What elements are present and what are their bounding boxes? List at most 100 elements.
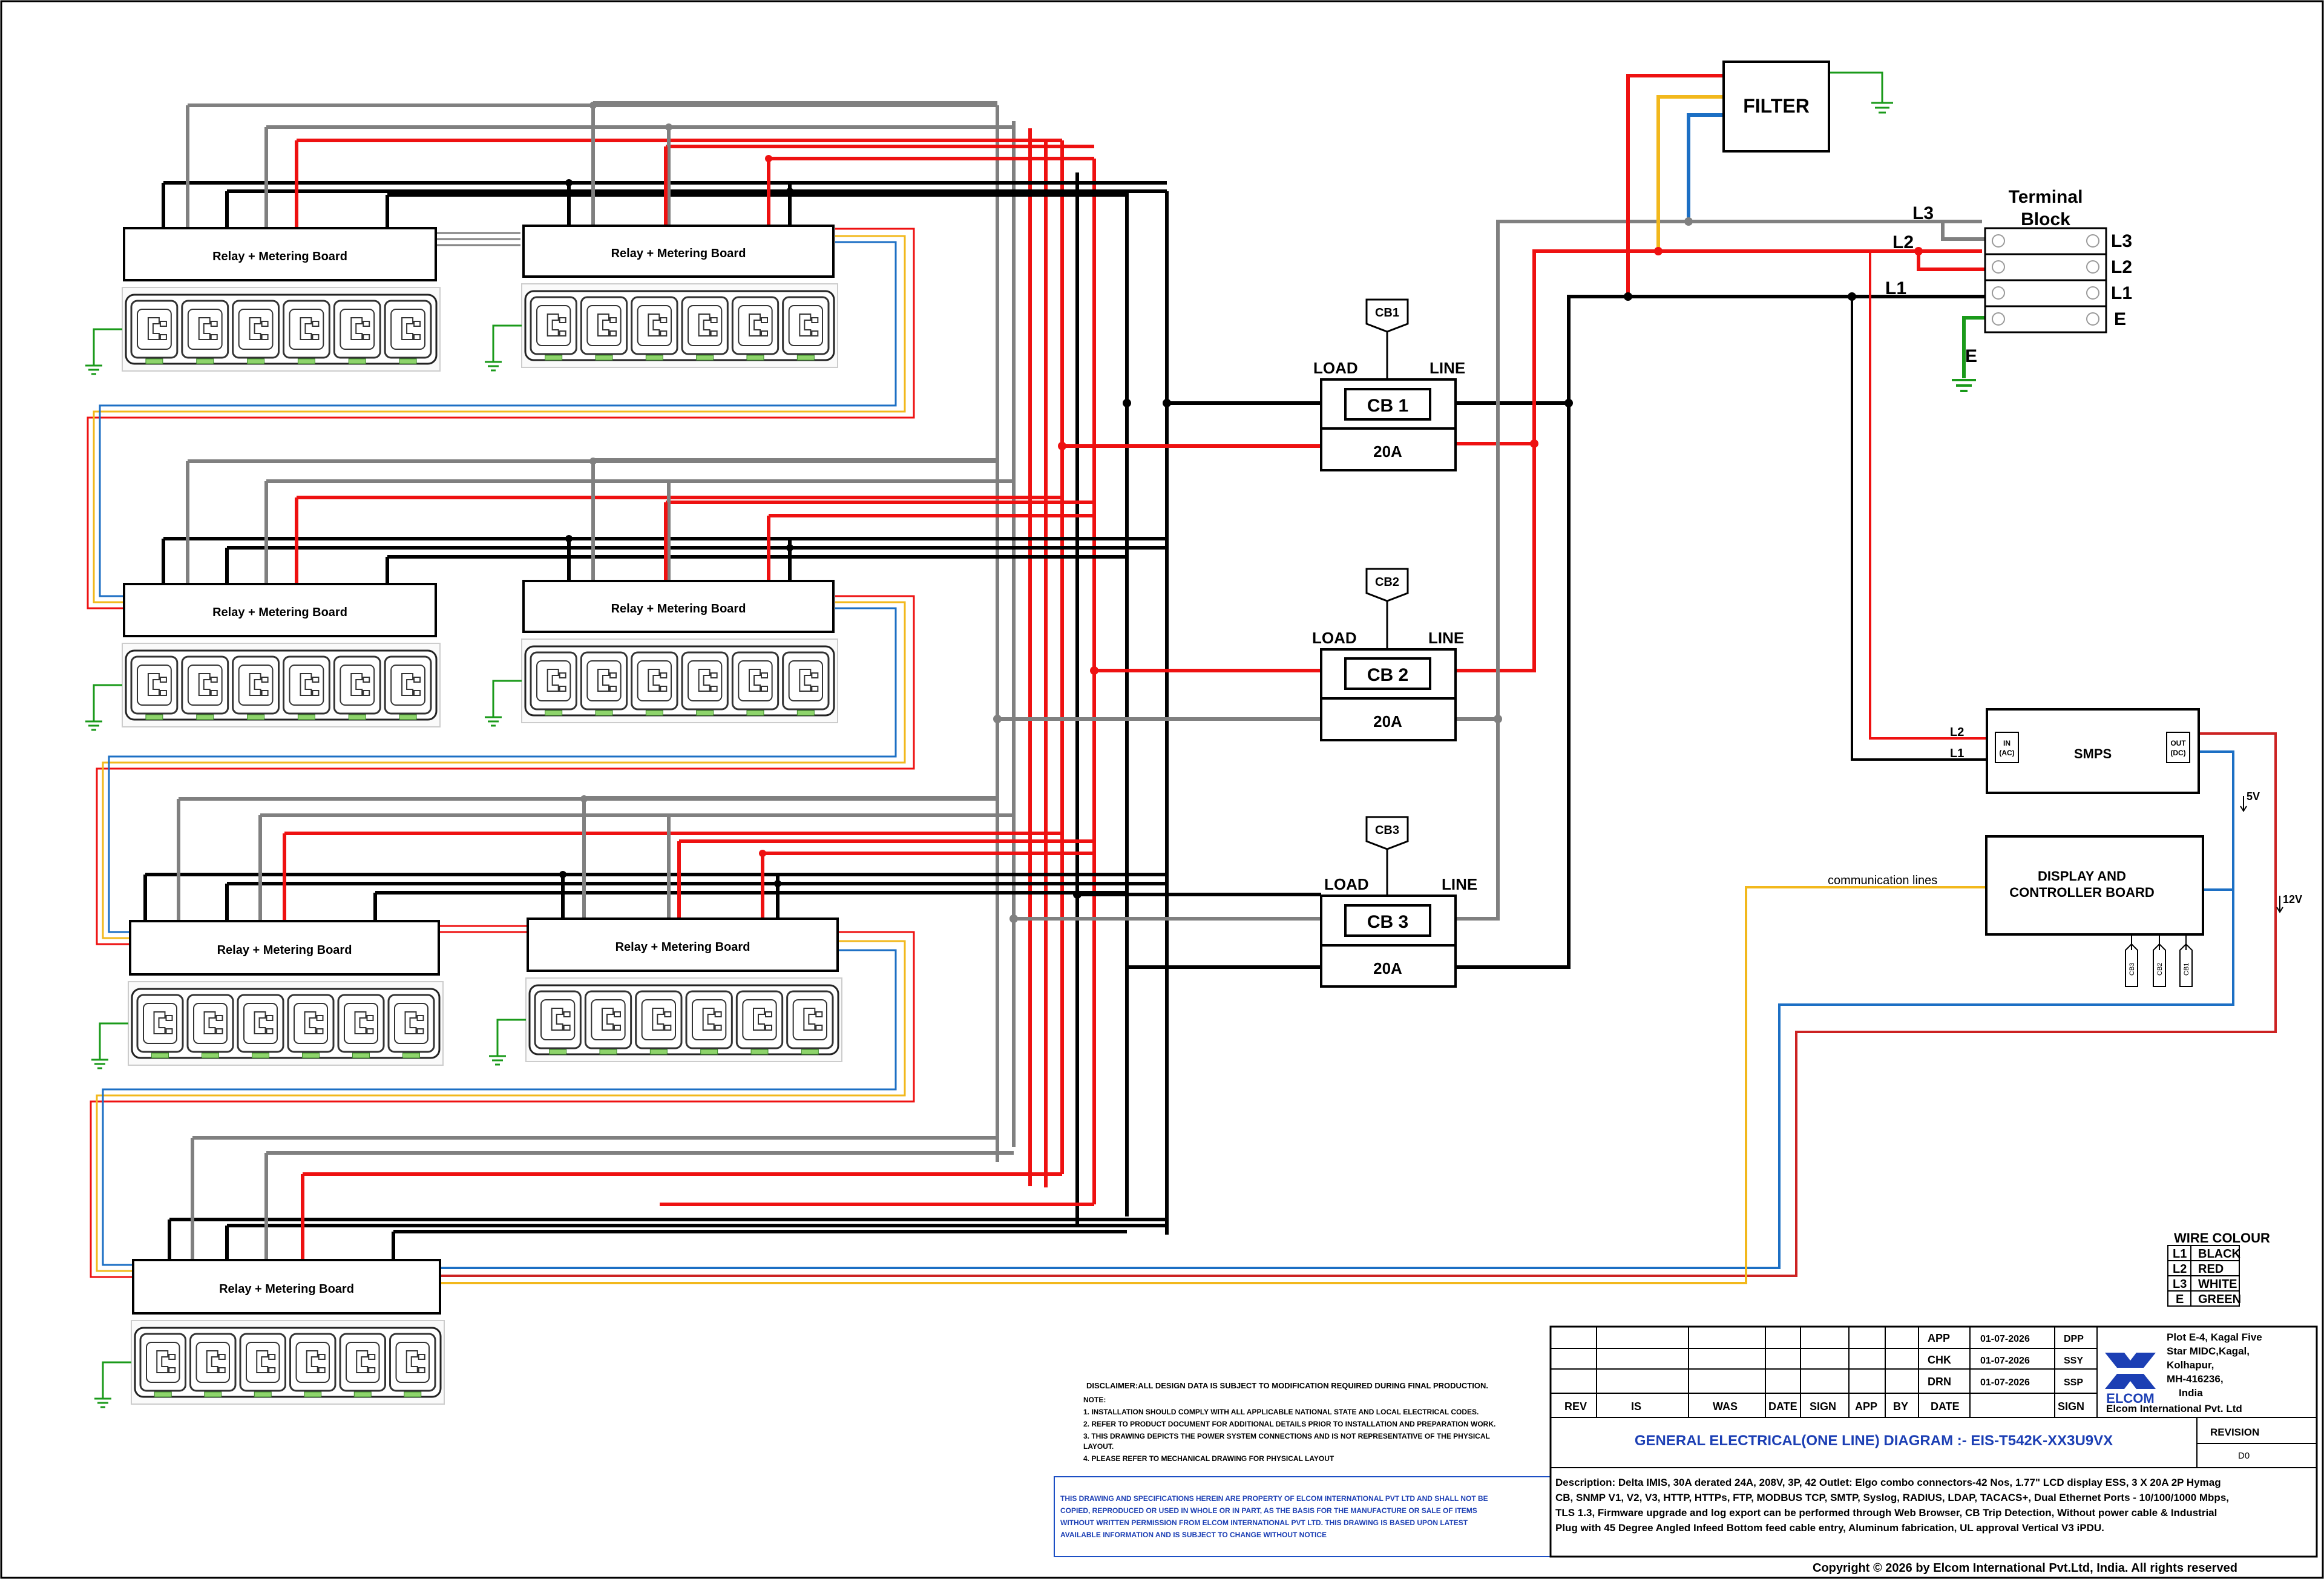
outlet-icon [731, 296, 780, 361]
relay-board-label: Relay + Metering Board [611, 247, 746, 260]
outlet-strip [525, 977, 842, 1062]
approval-date-app: 01-07-2026 [1980, 1334, 2030, 1344]
voltage-12v: 12V [2283, 893, 2302, 905]
display-tag-cb2: CB2 [2156, 963, 2164, 976]
outlet-icon [186, 994, 234, 1059]
smps-label: SMPS [2074, 746, 2112, 761]
cb2-tag: CB2 [1375, 576, 1399, 589]
board-grounds [85, 324, 526, 1408]
outlet-strip [131, 1320, 445, 1405]
outlet-icon [239, 1333, 286, 1397]
cb2-load-label: LOAD [1312, 629, 1357, 647]
outlet-icon [389, 1333, 436, 1397]
outlet-strip [128, 981, 444, 1066]
legend-code-l1: L1 [2173, 1247, 2187, 1261]
outlet-icon [333, 300, 381, 364]
outlet-icon [283, 300, 330, 364]
cb1-rating: 20A [1373, 442, 1402, 461]
address-line-4: MH-416236, [2167, 1373, 2224, 1385]
cb1-tag: CB1 [1375, 306, 1399, 320]
address-line-5: India [2179, 1387, 2203, 1399]
outlet-icon [139, 1333, 186, 1397]
outlet-icon [681, 651, 729, 716]
disclaimer-note-3: 3. THIS DRAWING DEPICTS THE POWER SYSTEM… [1083, 1432, 1490, 1440]
filter-label: FILTER [1743, 95, 1810, 117]
disclaimer-note-3b: LAYOUT. [1083, 1442, 1114, 1451]
smps-out-sub: (DC) [2170, 749, 2185, 757]
rev-header-date2: DATE [1931, 1400, 1960, 1413]
rev-header-date: DATE [1768, 1400, 1797, 1413]
wire-colour-title: WIRE COLOUR [2174, 1230, 2270, 1246]
terminal-block-title-2: Block [2021, 209, 2070, 229]
logo-text: ELCOM [2106, 1391, 2154, 1406]
communication-label: communication lines [1828, 874, 1937, 887]
outlet-strip [122, 643, 441, 727]
property-line-1: THIS DRAWING AND SPECIFICATIONS HEREIN A… [1060, 1494, 1488, 1503]
outlet-icon [635, 990, 683, 1055]
description-line-4: Plug with 45 Degree Angled Infeed Bottom… [1555, 1522, 2104, 1534]
property-notice: THIS DRAWING AND SPECIFICATIONS HEREIN A… [1054, 1476, 1551, 1557]
smps-in-label: IN [2003, 739, 2011, 747]
arrow-5v-icon [2240, 796, 2247, 812]
property-line-2: COPIED, REPRODUCED OR USED IN WHOLE OR I… [1060, 1506, 1477, 1515]
legend-colour-l3: WHITE [2198, 1278, 2237, 1291]
rev-header-app: APP [1855, 1400, 1877, 1413]
outlet-icon [631, 651, 678, 716]
incoming-l2: L2 [1892, 232, 1914, 252]
rev-header-by: BY [1893, 1400, 1908, 1413]
revision-value: D0 [2238, 1451, 2250, 1461]
relay-board-label: Relay + Metering Board [615, 941, 750, 954]
terminal-l2: L2 [2111, 257, 2132, 277]
ground-icon [91, 1022, 128, 1069]
approval-role-chk: CHK [1928, 1354, 1951, 1366]
cb3-name: CB 3 [1367, 912, 1408, 932]
description-line-3: TLS 1.3, Firmware upgrade and log export… [1555, 1507, 2217, 1518]
incoming-l1: L1 [1885, 278, 1906, 298]
outlet-icon [130, 655, 179, 720]
rev-header-is: IS [1631, 1400, 1641, 1413]
cb2-line-label: LINE [1428, 629, 1464, 647]
address-line-3: Kolhapur, [2167, 1359, 2214, 1371]
relay-metering-board: Relay + Metering Board [525, 918, 842, 1062]
outlet-icon [731, 651, 780, 716]
cb3-load-label: LOAD [1324, 875, 1369, 893]
ground-icon [94, 1361, 131, 1408]
smps-l1-label: L1 [1950, 747, 1964, 760]
outlet-strip [122, 287, 441, 372]
approval-by-drn: SSP [2064, 1377, 2083, 1388]
ground-icon [489, 1019, 526, 1066]
title-block: REV IS WAS DATE SIGN APP BY DATE SIGN AP… [1549, 1325, 2318, 1558]
relay-metering-board: Relay + Metering Board [122, 583, 441, 727]
legend-code-l2: L2 [2173, 1262, 2187, 1276]
outlet-strip [521, 638, 838, 723]
disclaimer-note-label: NOTE: [1083, 1396, 1106, 1404]
outlet-icon [181, 300, 229, 364]
ground-icon [85, 684, 122, 731]
cb1-name: CB 1 [1367, 396, 1408, 416]
outlet-icon [283, 655, 330, 720]
circuit-breaker-cb2: CB 2 20A LOAD LINE CB2 [1312, 568, 1464, 741]
revision-label: REVISION [2210, 1426, 2259, 1438]
cb1-load-label: LOAD [1313, 359, 1358, 377]
display-controller-board: DISPLAY AND CONTROLLER BOARD CB3 CB2 CB1… [1828, 835, 2204, 987]
outlet-icon [232, 300, 280, 364]
display-tag-cb1: CB1 [2183, 963, 2190, 976]
outlet-icon [584, 990, 632, 1055]
copyright: Copyright © 2026 by Elcom International … [1813, 1561, 2237, 1575]
terminal-block: Terminal Block L3 L2 L1 E L3 L2 L1 E [1885, 187, 2132, 392]
rev-header-sign: SIGN [1810, 1400, 1836, 1413]
outlet-icon [735, 990, 784, 1055]
relay-metering-board: Relay + Metering Board [131, 1259, 445, 1405]
smps-l2-label: L2 [1950, 726, 1964, 739]
outlet-icon [782, 651, 830, 716]
approval-role-app: APP [1928, 1332, 1950, 1344]
legend-colour-l1: BLACK [2198, 1247, 2241, 1261]
outlet-icon [387, 994, 435, 1059]
relay-metering-board: Relay + Metering Board [521, 580, 838, 723]
description-line-2: CB, SNMP V1, V2, V3, HTTP, HTTPs, FTP, M… [1555, 1492, 2229, 1503]
outlet-icon [189, 1333, 237, 1397]
outlet-icon [384, 300, 432, 364]
wire-colour-legend: WIRE COLOUR L1 BLACK L2 RED L3 WHITE E G… [2167, 1230, 2270, 1307]
relay-board-label: Relay + Metering Board [219, 1282, 354, 1296]
